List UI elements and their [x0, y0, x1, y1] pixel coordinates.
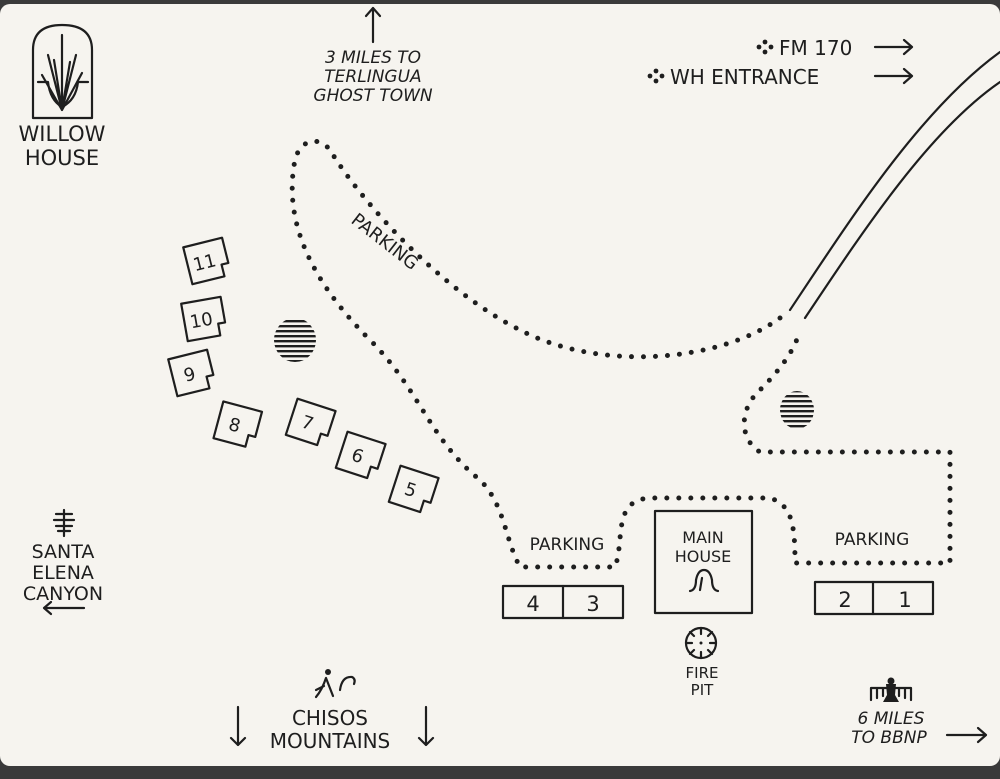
santa-elena-line1: SANTA	[32, 541, 95, 563]
santa-elena-line2: ELENA	[32, 562, 94, 584]
cabin-outline	[182, 236, 230, 286]
cabin-outline	[167, 348, 215, 398]
unit-1[interactable]: 1	[898, 588, 911, 612]
unit-block-2-1	[813, 580, 935, 616]
main-house[interactable]	[653, 509, 754, 615]
terlingua-line1: 3 MILES TO	[325, 48, 421, 68]
cabin-outline	[212, 400, 264, 448]
arch-icon	[688, 568, 720, 593]
cabin-unit-8[interactable]: 8	[212, 400, 264, 448]
chisos-line1: CHISOS	[292, 706, 368, 730]
chisos-line2: MOUNTAINS	[270, 729, 391, 753]
entrance-road	[788, 50, 1000, 320]
cabin-outline	[334, 430, 387, 480]
willow-logo-icon	[31, 23, 94, 120]
unit-4[interactable]: 4	[526, 592, 539, 616]
unit-2[interactable]: 2	[838, 588, 851, 612]
unit-3[interactable]: 3	[586, 592, 599, 616]
terlingua-line3: GHOST TOWN	[313, 86, 432, 106]
arrow-right-icon	[945, 726, 988, 744]
terlingua-line2: TERLINGUA	[324, 67, 421, 87]
parking-east-label: PARKING	[835, 530, 910, 550]
brand-name-line1: WILLOW	[19, 122, 106, 146]
cabin-outline	[180, 295, 227, 343]
cabin-number: 10	[188, 309, 214, 334]
fire-pit-line2: PIT	[691, 681, 714, 699]
dots-icon	[647, 39, 774, 84]
cabin-outline	[387, 464, 440, 514]
arrow-right-icon	[873, 38, 914, 85]
arrow-down-icon	[229, 705, 435, 747]
map-paper	[0, 4, 1000, 766]
cabin-number: 8	[226, 414, 242, 437]
yucca-icon	[52, 508, 76, 538]
unit-block-4-3	[501, 584, 625, 620]
parking-boundary	[289, 138, 953, 570]
arrow-left-icon	[42, 600, 86, 616]
thunderbird-icon	[869, 677, 913, 702]
bbnp-line1: 6 MILES	[858, 709, 925, 729]
fire-pit-icon	[684, 626, 718, 660]
main-house-line1: MAIN	[682, 528, 723, 547]
arrow-up-icon	[364, 6, 382, 44]
main-house-line2: HOUSE	[675, 547, 732, 566]
parking-west-label: PARKING	[530, 535, 605, 555]
brand-name-line2: HOUSE	[25, 146, 99, 170]
fire-pit-line1: FIRE	[686, 664, 719, 682]
cabin-unit-9[interactable]: 9	[167, 348, 216, 398]
bbnp-line2: TO BBNP	[851, 728, 927, 748]
cabin-outline	[284, 397, 337, 447]
tree-shade-icon	[274, 318, 316, 362]
fm170-label: FM 170	[779, 36, 852, 60]
tree-shade-icon	[780, 391, 814, 429]
cabin-number: 9	[182, 364, 198, 387]
santa-elena-line3: CANYON	[23, 583, 103, 605]
hiker-icon	[314, 669, 356, 699]
cabin-unit-10[interactable]: 10	[180, 295, 227, 343]
wh-entrance-label: WH ENTRANCE	[670, 65, 819, 89]
